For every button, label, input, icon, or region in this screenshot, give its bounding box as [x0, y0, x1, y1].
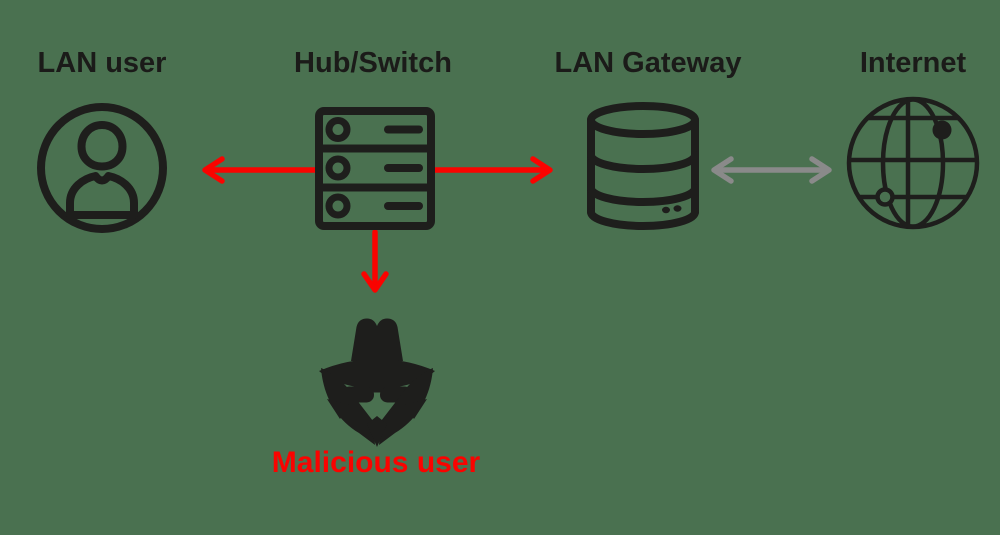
edge-gateway-internet-double-arrow — [711, 156, 832, 184]
edge-hub-to-malicious-arrow — [361, 229, 389, 293]
db-dot-1 — [662, 206, 670, 214]
spy-lapel-left — [327, 399, 350, 419]
globe-filled-node — [932, 120, 952, 140]
edge-hub-to-lan-user-arrow — [202, 156, 319, 184]
hub-switch-label: Hub/Switch — [294, 47, 452, 79]
person-outline-circle — [37, 103, 167, 233]
edge-hub-to-gateway-arrow — [432, 156, 553, 184]
spy-hat-crown — [351, 318, 403, 361]
rack-frame — [315, 107, 435, 230]
globe-icon — [846, 96, 980, 230]
db-top — [587, 102, 699, 138]
db-bottom — [587, 208, 699, 230]
rack-led-3 — [325, 193, 351, 219]
server-rack-icon — [315, 107, 435, 230]
spy-coat-tip — [367, 416, 387, 447]
person-head — [77, 121, 127, 171]
lan-gateway-label: LAN Gateway — [554, 47, 742, 79]
db-band-1 — [587, 151, 699, 173]
spy-hat-brim — [319, 359, 435, 389]
database-icon — [587, 102, 699, 230]
rack-led-2 — [325, 155, 351, 181]
db-band-2 — [587, 184, 699, 206]
db-dot-2 — [673, 205, 682, 212]
lan-user-label: LAN user — [37, 47, 167, 79]
malicious-user-label: Malicious user — [271, 446, 481, 479]
person-circle-icon — [37, 103, 167, 233]
spy-lapel-right — [404, 399, 427, 419]
internet-label: Internet — [859, 47, 967, 79]
rack-led-1 — [325, 117, 351, 142]
globe-open-node — [875, 187, 895, 207]
globe-meridian-ellipse — [880, 97, 946, 229]
person-shoulders — [66, 172, 138, 219]
spy-icon — [319, 318, 435, 447]
